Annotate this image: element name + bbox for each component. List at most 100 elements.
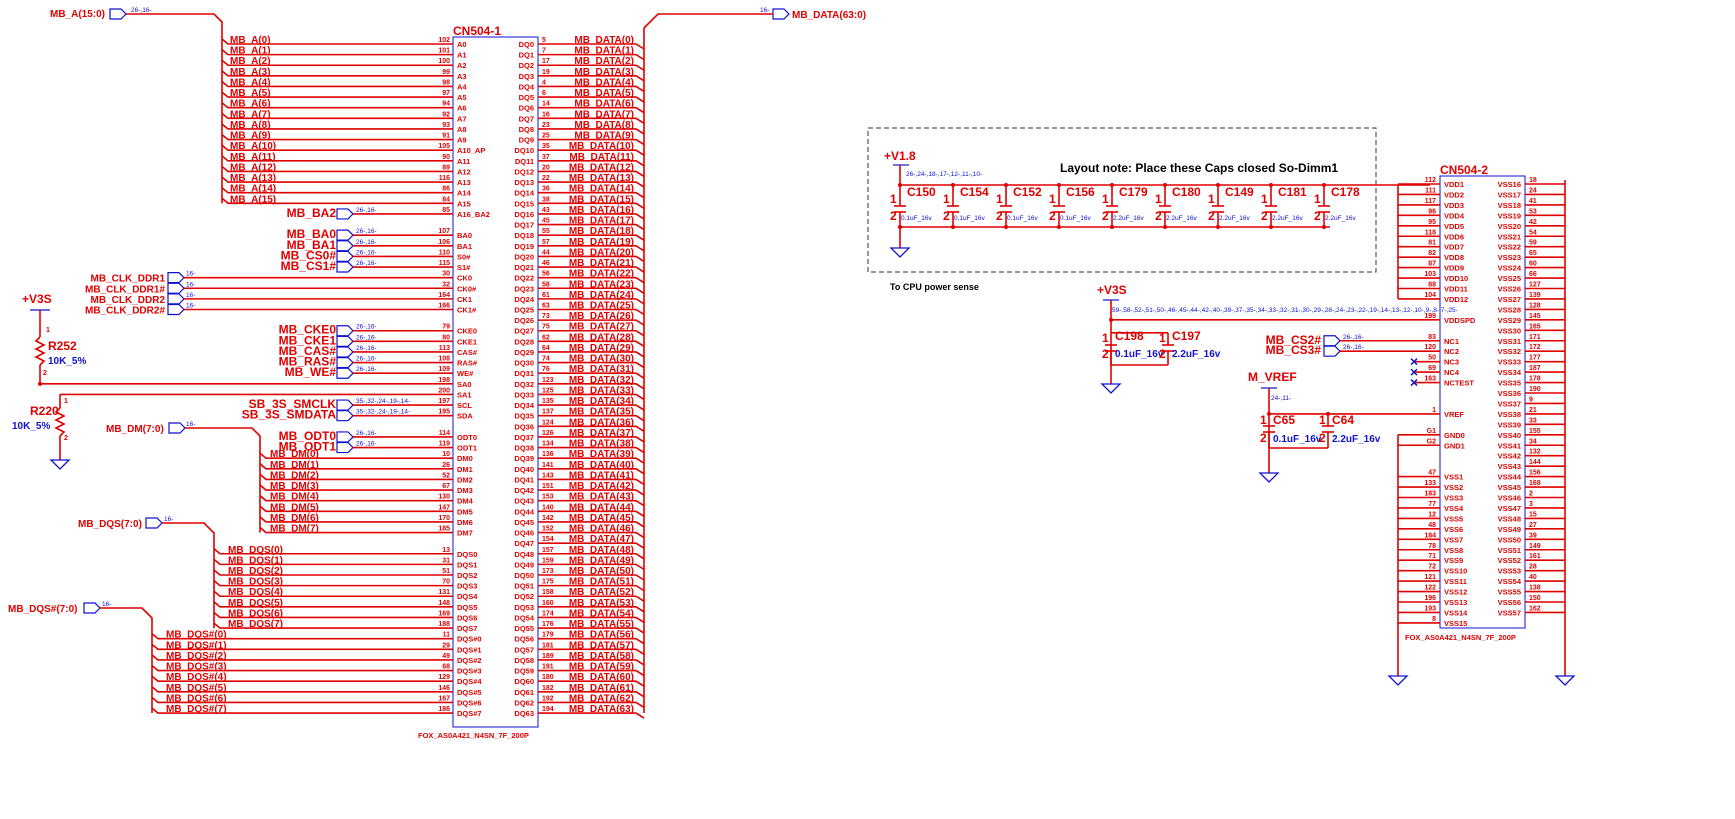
pin-number: 7 (542, 48, 546, 55)
pin-name: DQ63 (514, 709, 534, 718)
v18-ground (889, 247, 911, 258)
pin-name: CK0 (457, 274, 472, 283)
pin-number: 169 (438, 610, 450, 617)
pin-name: VDD3 (1444, 201, 1464, 210)
pin-name: DM4 (457, 497, 474, 506)
mb-dm-branch (259, 463, 453, 470)
mb-data-branch (538, 648, 645, 656)
mb-dqs-bus-line (162, 522, 215, 629)
pin-number: 184 (1424, 532, 1436, 539)
port-xref: 26-,16- (356, 260, 377, 267)
r220-ground (49, 459, 71, 470)
pin-name: DQ9 (519, 136, 534, 145)
cap-refdes: C198 (1115, 329, 1144, 343)
pin-number: 73 (542, 313, 550, 320)
pin-name: VSS4 (1444, 504, 1464, 513)
r220-value: 10K_5% (12, 421, 50, 432)
pin-name: VSS30 (1498, 326, 1521, 335)
mb-data-net-label: MB_DATA(53) (569, 598, 634, 609)
pin-number: 138 (1529, 585, 1541, 592)
pin-number: 85 (442, 207, 450, 214)
mb-data-branch (538, 244, 645, 252)
mb-data-branch (538, 510, 645, 517)
pin-number: 17 (542, 58, 550, 65)
mb-cs2-label: MB_CS2# (1266, 333, 1322, 347)
pin-number: 170 (438, 515, 450, 522)
pin-name: DQ49 (514, 560, 534, 569)
net-port (336, 357, 354, 369)
pin-number: 1 (1432, 407, 1436, 414)
mb-data-net-label: MB_DATA(25) (569, 301, 634, 312)
mb-dqs-branch (213, 580, 453, 587)
pin-number: 12 (1428, 511, 1436, 518)
pin-number: 139 (1529, 292, 1541, 299)
port-net-label: MB_BA2 (287, 206, 337, 220)
pin-name: VSS57 (1498, 608, 1521, 617)
pin-name: BA0 (457, 231, 472, 240)
pin-name: VSS21 (1498, 232, 1521, 241)
pin-number: 113 (439, 345, 450, 352)
clk-net-label: MB_CLK_DDR1 (91, 274, 166, 285)
pin-number: 140 (542, 504, 554, 511)
pin-number: 32 (442, 281, 450, 288)
pin-name: DQ8 (519, 125, 534, 134)
mb-data-branch (538, 181, 645, 188)
cap-pin2: 2 (890, 209, 897, 223)
pin-name: VSS36 (1498, 389, 1521, 398)
cap-pin2: 2 (1102, 209, 1109, 223)
pin-name: DQ33 (514, 390, 534, 399)
pin-number: 172 (1529, 344, 1541, 351)
mb-dqsn-bus-line (100, 607, 153, 714)
mb-data-net-label: MB_DATA(60) (569, 672, 634, 683)
pin-name: DQ38 (514, 444, 534, 453)
pin-name: VSS11 (1444, 577, 1467, 586)
pin-number: 64 (542, 345, 550, 352)
pin-name: A2 (457, 61, 467, 70)
pin-number: 60 (1529, 261, 1537, 268)
cn504-2-refdes: CN504-2 (1440, 163, 1488, 177)
cn504-2-body (1439, 175, 1526, 629)
mb-a-net-label: MB_A(5) (230, 88, 271, 99)
pin-name: GND1 (1444, 441, 1465, 450)
pin-number: 42 (1529, 219, 1537, 226)
pin-number: 197 (438, 398, 450, 405)
mb-dm-bus-label: MB_DM(7:0) (106, 424, 164, 435)
pin-name: DQ42 (514, 486, 534, 495)
pin-name: DQ11 (515, 157, 534, 166)
pin-number: 163 (1424, 376, 1436, 383)
mb-data-net-label: MB_DATA(43) (569, 492, 634, 503)
mb-data-branch (538, 404, 645, 411)
cap-value: 0.1uF_16v (1273, 434, 1322, 445)
pin-name: VSS50 (1498, 535, 1521, 544)
pin-name: VSS6 (1444, 525, 1463, 534)
net-port (336, 399, 354, 411)
mb-data-branch (538, 446, 645, 454)
mb-data-branch (538, 287, 645, 294)
pin-number: 187 (1529, 365, 1541, 372)
cap-pin1: 1 (1314, 192, 1321, 206)
port-xref: 26-,16- (356, 228, 377, 235)
pin-number: 91 (442, 133, 450, 140)
cap-pin2: 2 (1261, 209, 1268, 223)
pin-number: 58 (542, 281, 550, 288)
pin-number: 81 (1428, 240, 1436, 247)
pin-name: DQ28 (514, 337, 534, 346)
pin-number: 79 (442, 324, 450, 331)
pin-number: 176 (542, 621, 554, 628)
pin-number: 101 (438, 48, 450, 55)
mb-dm-net-label: MB_DM(1) (270, 460, 319, 471)
layout-note-box (867, 127, 1377, 273)
junction-dot (38, 381, 42, 386)
pin-name: DQ27 (514, 327, 534, 336)
mb-a-branch (221, 59, 453, 67)
pin-name: VSS38 (1498, 410, 1521, 419)
pin-name: CKE1 (457, 337, 477, 346)
pin-name: VSS1 (1444, 473, 1463, 482)
pin-number: 44 (542, 249, 550, 256)
mb-data-branch (538, 361, 645, 369)
pin-name: DQ18 (514, 231, 534, 240)
pin-number: 155 (1529, 428, 1541, 435)
pin-number: 106 (438, 239, 450, 246)
pin-number: 16 (542, 111, 550, 118)
